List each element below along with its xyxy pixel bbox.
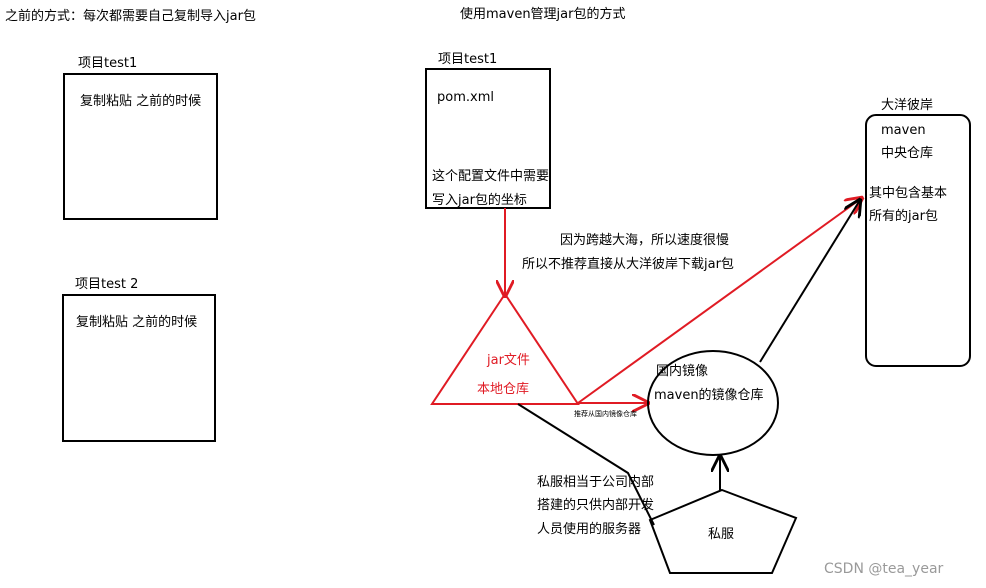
maven-project-box <box>425 68 551 209</box>
mirror-line1: 国内镜像 <box>656 364 709 379</box>
pom-note-line2: 写入jar包的坐标 <box>432 193 527 208</box>
warning-line1: 因为跨越大海，所以速度很慢 <box>560 233 730 248</box>
private-note-line2: 搭建的只供内部开发 <box>537 498 655 513</box>
private-note-line1: 私服相当于公司内部 <box>537 475 655 490</box>
local-repo-triangle <box>430 292 580 405</box>
mirror-line2: maven的镜像仓库 <box>654 388 764 403</box>
private-note-line3: 人员使用的服务器 <box>537 522 642 537</box>
project2-content: 复制粘贴 之前的时候 <box>76 315 198 330</box>
central-line1: maven <box>881 123 926 138</box>
project-box-2 <box>62 294 216 442</box>
private-server-pentagon <box>648 488 798 574</box>
central-line3: 其中包含基本 <box>869 186 948 201</box>
local-repo-line1: jar文件 <box>487 353 530 368</box>
arrow-local-to-central <box>577 198 862 404</box>
central-repo-box <box>865 114 971 367</box>
maven-project-title: 项目test1 <box>438 52 498 67</box>
project-box-1 <box>63 73 218 220</box>
project2-title: 项目test 2 <box>75 277 139 292</box>
pom-file-label: pom.xml <box>437 90 494 105</box>
private-server-label: 私服 <box>708 527 735 542</box>
local-repo-line2: 本地仓库 <box>477 382 530 397</box>
central-line2: 中央仓库 <box>881 146 934 161</box>
line-local-to-private <box>517 403 655 526</box>
warning-line2: 所以不推荐直接从大洋彼岸下载jar包 <box>522 257 734 272</box>
recommend-label: 推荐从国内镜像仓库 <box>574 410 637 418</box>
pom-note-line1: 这个配置文件中需要 <box>432 169 550 184</box>
left-header: 之前的方式：每次都需要自己复制导入jar包 <box>5 9 256 24</box>
right-header: 使用maven管理jar包的方式 <box>460 7 626 22</box>
project1-title: 项目test1 <box>78 56 138 71</box>
central-title: 大洋彼岸 <box>881 98 934 113</box>
central-line4: 所有的jar包 <box>869 209 938 224</box>
csdn-watermark: CSDN @tea_year <box>824 561 944 577</box>
project1-content: 复制粘贴 之前的时候 <box>80 94 202 109</box>
arrow-mirror-to-central <box>759 200 860 363</box>
